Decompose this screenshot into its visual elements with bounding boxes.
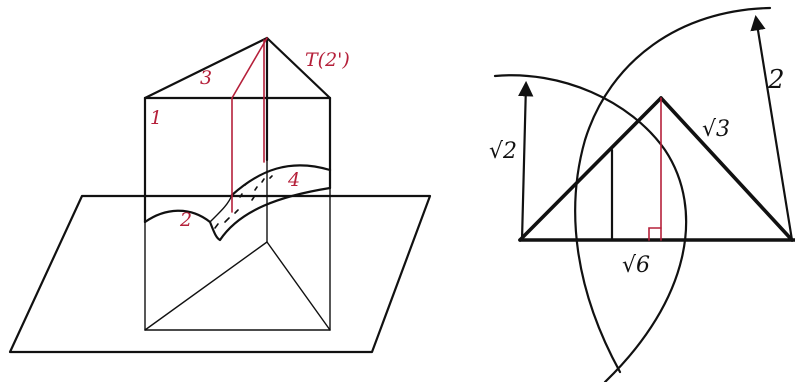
left-prism-figure: 1 2 3 4 T(2'): [8, 36, 432, 354]
label-edge-4: 4: [287, 169, 300, 191]
label-radius-2: 2: [767, 65, 785, 95]
triangle-left-side: [518, 96, 663, 242]
cut-curve-top: [230, 164, 332, 197]
prism-top-edge-right: [265, 36, 332, 100]
base-edge-right: [266, 241, 331, 331]
arc-radius-sqrt2: [493, 74, 688, 382]
radius-arrow-sqrt2: [517, 80, 534, 242]
red-slant-line: [231, 37, 268, 99]
label-edge-2: 2: [179, 209, 192, 231]
label-radius-sqrt2: √2: [489, 139, 517, 164]
right-angle-marker: [648, 227, 662, 241]
label-edge-3: 3: [200, 67, 212, 89]
label-edge-1: 1: [150, 107, 162, 129]
prism-top-edge-back: [143, 36, 269, 100]
right-construction-figure: √2 2 √3 √6: [489, 6, 795, 382]
ground-plane: [8, 194, 432, 354]
radius-arrow-2: [750, 14, 794, 242]
cut-curve-inner: [209, 194, 233, 223]
base-edge-back: [144, 241, 268, 331]
label-base-sqrt6: √6: [622, 253, 650, 278]
arc-radius-2: [574, 6, 772, 374]
cut-curve-bottom: [143, 186, 332, 242]
label-side-sqrt3: √3: [702, 117, 730, 142]
label-vertex-t: T(2'): [305, 49, 350, 71]
cut-hatching: [214, 175, 273, 229]
triangle-right-side: [659, 96, 794, 242]
